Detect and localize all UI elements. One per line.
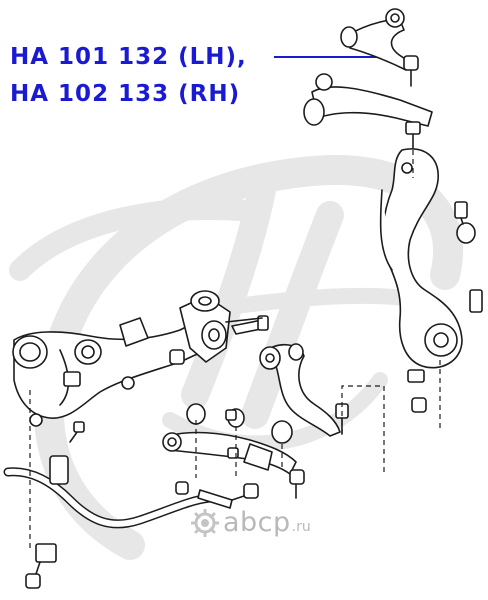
brand-name: abcp	[223, 507, 291, 538]
brand-tld: .ru	[291, 519, 311, 535]
lower-mount-bracket	[169, 290, 269, 365]
steering-knuckle	[379, 148, 483, 413]
upper-control-arm-lower	[303, 73, 433, 151]
front-subframe	[12, 317, 207, 427]
part-number-left: HA 101 132 (LH),	[10, 44, 247, 70]
gear-icon	[191, 508, 219, 537]
fasteners	[69, 317, 263, 459]
anti-roll-bar	[3, 455, 259, 589]
part-number-right: HA 102 133 (RH)	[10, 81, 241, 107]
watermark-brand: abcp .ru	[191, 507, 311, 538]
assembly-guide-lines	[29, 150, 441, 550]
upper-control-arm-top	[340, 8, 419, 87]
lower-control-arm	[259, 343, 349, 437]
